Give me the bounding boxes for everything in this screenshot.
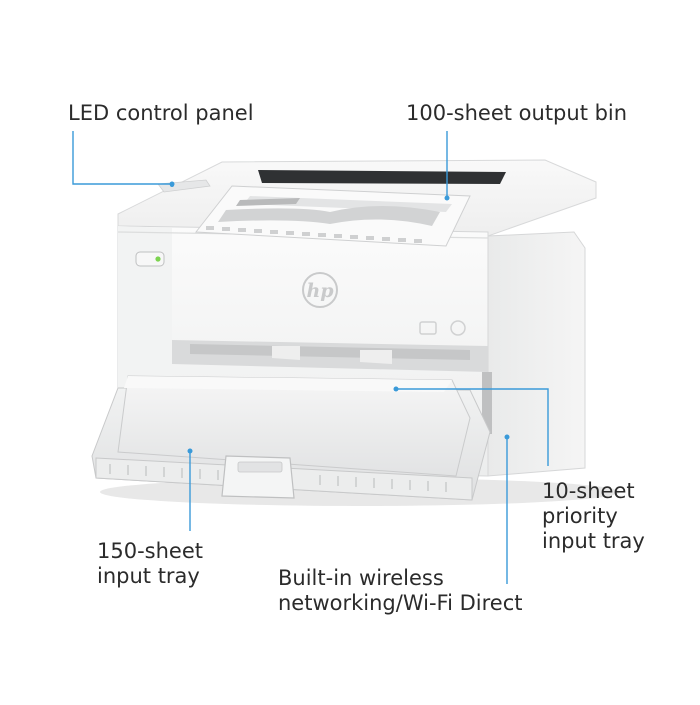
leader-priority-tray (396, 388, 549, 466)
output-slot (258, 170, 506, 184)
printer-side-panel (487, 231, 586, 477)
callout-output-bin: 100-sheet output bin (406, 101, 628, 125)
callout-priority-input-tray: 10-sheet priority input tray (542, 479, 645, 553)
hp-logo-icon: hp (302, 272, 338, 308)
priority-input-tray (482, 372, 492, 434)
callout-leader-lines (72, 131, 549, 584)
power-button[interactable] (135, 251, 165, 267)
callout-led-control-panel: LED control panel (68, 101, 254, 125)
svg-text:hp: hp (306, 280, 334, 302)
power-led-icon (155, 256, 161, 262)
callout-anchor-dots (169, 181, 510, 454)
callout-input-tray: 150-sheet input tray (97, 539, 203, 588)
callout-wireless-networking: Built-in wireless networking/Wi-Fi Direc… (278, 566, 523, 615)
wifi-direct-icon (419, 320, 466, 336)
leader-led-panel (72, 131, 172, 185)
